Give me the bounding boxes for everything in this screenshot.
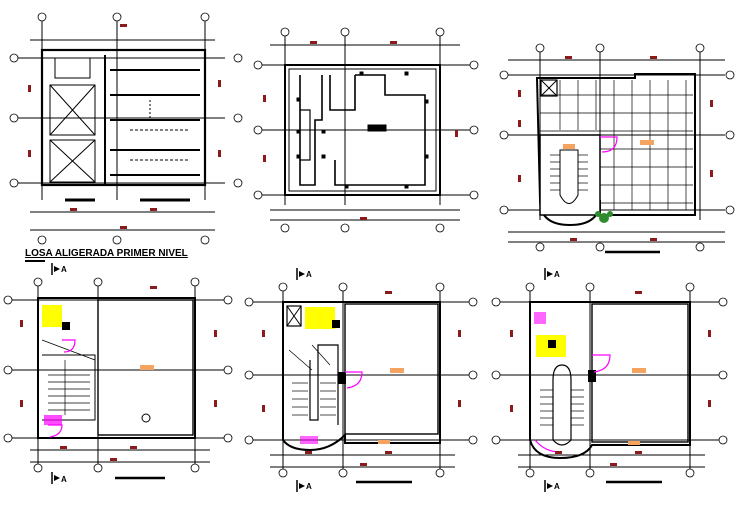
dimension-tags-panel-1 (28, 24, 221, 229)
section-arrow-icon (296, 268, 305, 492)
room-labels-panel-3 (563, 140, 654, 149)
dimension-tags-panel-4 (20, 286, 217, 461)
foundation-plan-panel (262, 35, 470, 221)
dimension-tags-panel-6 (510, 291, 711, 466)
slab-plan-title: LOSA ALIGERADA PRIMER NIVEL (25, 248, 188, 259)
third-floor-plan-panel (500, 290, 720, 484)
title-underline-bar (25, 260, 45, 262)
dimension-tags-panel-3 (518, 56, 713, 241)
grid-bubbles-panel-4 (3, 277, 233, 473)
grid-bubbles-panel-2 (253, 27, 479, 233)
section-mark-label: A (306, 270, 312, 279)
highlight-blocks-panel-4 (42, 305, 154, 438)
dimension-tags-panel-2 (263, 41, 458, 220)
roof-plan-panel (508, 50, 725, 254)
grid-bubbles-panel-3 (499, 43, 735, 252)
section-arrow-icon (51, 263, 60, 484)
section-mark-label: A (554, 270, 560, 279)
slab-framing-plan-panel (18, 20, 225, 231)
plant-icon (595, 211, 613, 223)
section-mark-label: A (554, 482, 560, 491)
section-mark-label: A (61, 475, 67, 484)
grid-bubbles-panel-6 (491, 282, 728, 478)
section-mark-label: A (306, 482, 312, 491)
first-floor-plan-panel (8, 285, 230, 480)
highlight-blocks-panel-6 (534, 312, 646, 453)
dimension-tags-panel-5 (262, 291, 461, 466)
section-mark-label: A (61, 265, 67, 274)
highlight-blocks-panel-5 (300, 307, 404, 444)
grid-bubbles-panel-1 (9, 12, 243, 245)
grid-bubbles-panel-5 (244, 282, 478, 478)
door-swing-icon (600, 136, 618, 153)
section-arrow-icon (544, 268, 553, 492)
second-floor-plan-panel (252, 290, 470, 484)
